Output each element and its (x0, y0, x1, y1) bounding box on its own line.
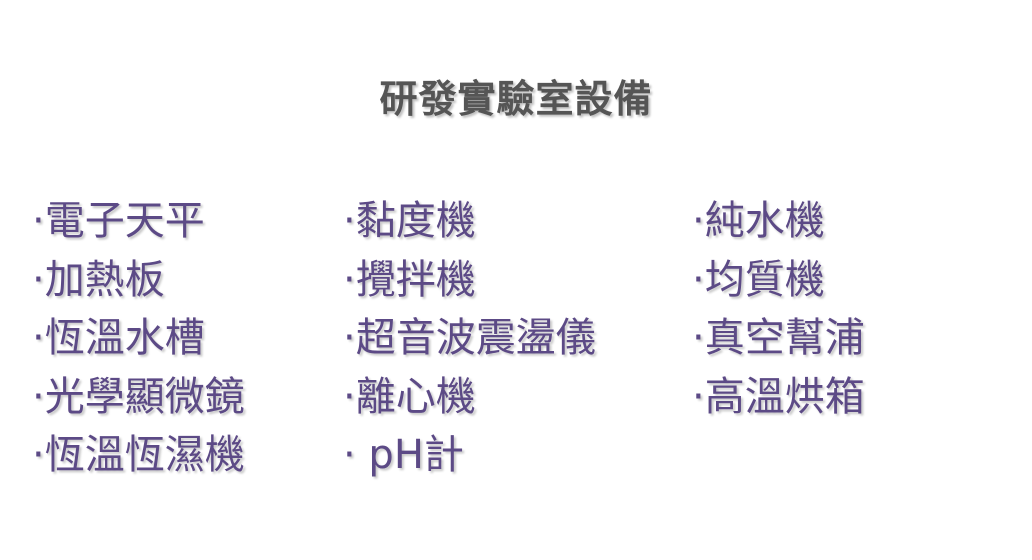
equipment-item: ·恆溫恆濕機 (32, 432, 245, 478)
equipment-item: ·光學顯微鏡 (32, 373, 245, 420)
slide-title: 研發實驗室設備 (379, 77, 653, 121)
equipment-item: ·攪拌機 (343, 256, 476, 303)
equipment-item: ·均質機 (692, 256, 825, 303)
equipment-item: ·恆溫水槽 (32, 315, 205, 361)
equipment-item: ·電子天平 (32, 198, 205, 244)
equipment-column-1: ·電子天平 ·加熱板 ·恆溫水槽 ·光學顯微鏡 ·恆溫恆濕機 (32, 192, 245, 485)
equipment-column-2: ·黏度機 ·攪拌機 ·超音波震盪儀 ·離心機 · pH計 (343, 192, 596, 485)
equipment-item: ·離心機 (343, 373, 476, 420)
equipment-item: ·真空幫浦 (692, 315, 865, 361)
equipment-item: ·純水機 (692, 198, 825, 244)
equipment-item: · pH計 (343, 432, 464, 478)
equipment-item: ·超音波震盪儀 (343, 315, 596, 361)
equipment-item: ·高溫烘箱 (692, 373, 865, 420)
equipment-item: ·加熱板 (32, 256, 165, 303)
equipment-column-3: ·純水機 ·均質機 ·真空幫浦 ·高溫烘箱 (692, 192, 865, 426)
equipment-item: ·黏度機 (343, 198, 476, 244)
